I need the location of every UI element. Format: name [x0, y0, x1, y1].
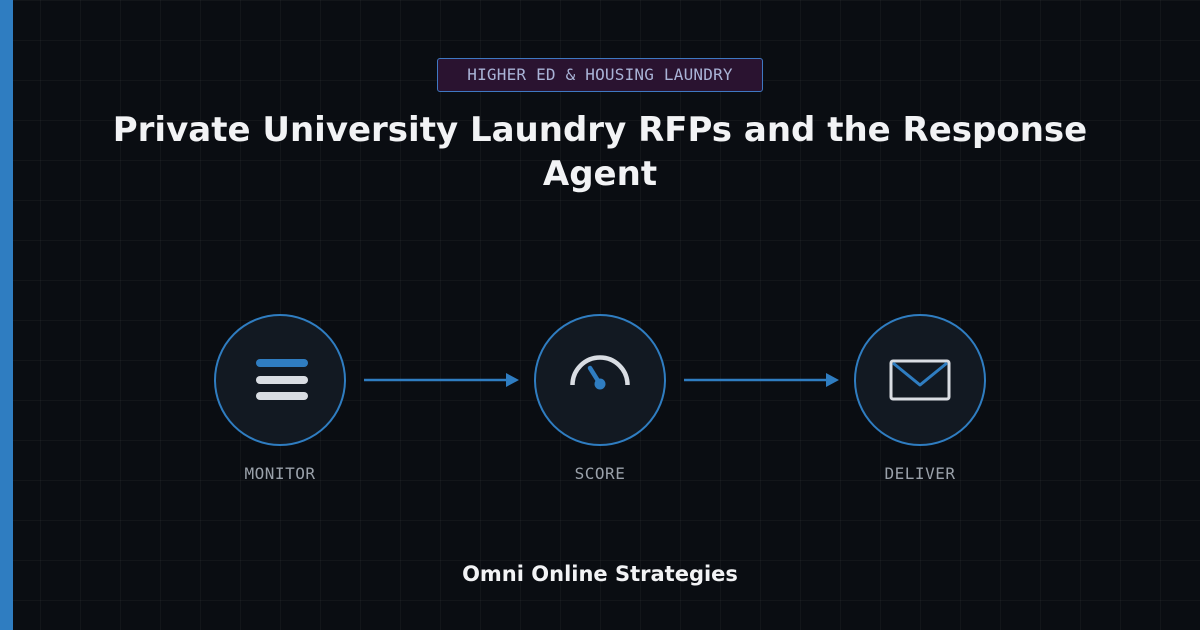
- monitor-step-label: MONITOR: [244, 464, 316, 483]
- monitor-step-circle: [214, 314, 346, 446]
- list-icon: [256, 359, 308, 400]
- score-step-label: SCORE: [574, 464, 626, 483]
- left-accent-bar: [0, 0, 13, 630]
- arrow-right-icon: [364, 373, 519, 387]
- page-title: Private University Laundry RFPs and the …: [112, 110, 1088, 194]
- category-badge: HIGHER ED & HOUSING LAUNDRY: [437, 58, 763, 92]
- score-step-circle: [534, 314, 666, 446]
- brand-name: Omni Online Strategies: [462, 562, 738, 586]
- deliver-step-label: DELIVER: [884, 464, 956, 483]
- gauge-icon: [570, 355, 630, 390]
- deliver-step-circle: [854, 314, 986, 446]
- envelope-icon: [889, 359, 951, 401]
- arrow-right-icon: [684, 373, 839, 387]
